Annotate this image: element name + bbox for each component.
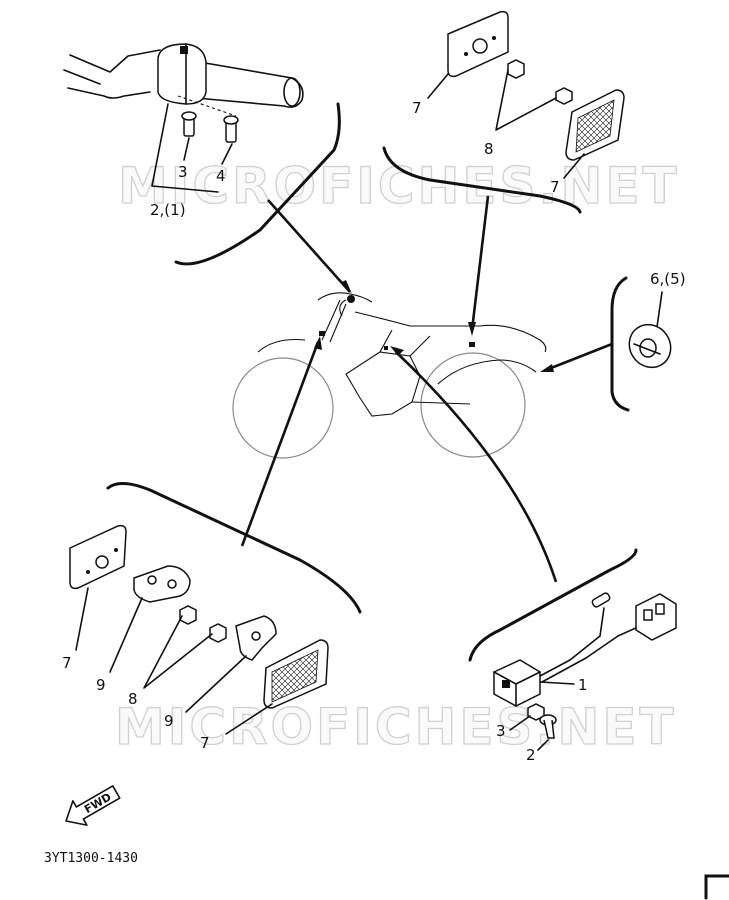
screw-4-icon xyxy=(223,115,239,143)
callout-1: 1 xyxy=(578,676,588,694)
front-reflector-group: 7 9 8 9 7 xyxy=(62,336,362,752)
bracket-9-left-icon xyxy=(133,565,191,603)
watermark-bottom: MICROFICHES.NET xyxy=(115,698,677,756)
callout-8-bottom: 8 xyxy=(128,690,138,708)
fwd-arrow-icon: FWD xyxy=(65,785,121,826)
callout-3-bottom: 3 xyxy=(496,722,506,740)
watermark-top: MICROFICHES.NET xyxy=(118,157,680,215)
nut-8-bottom-icon xyxy=(179,605,227,643)
rear-reflector-group: 7 8 7 xyxy=(382,10,625,336)
relay-group: 1 3 2 xyxy=(390,346,677,764)
callout-9-left: 9 xyxy=(96,676,106,694)
nut-8-icon xyxy=(507,59,573,105)
callout-7-bottom: 7 xyxy=(200,734,210,752)
bullet-connector-icon xyxy=(591,592,611,608)
mount-point-right xyxy=(469,342,475,347)
handlebar-switch-group: 3 4 2,(1) xyxy=(63,43,352,294)
reflector-icon xyxy=(565,89,625,161)
horn-group: 6,(5) xyxy=(540,270,686,412)
screw-3-top-icon xyxy=(181,111,197,137)
callout-7-left: 7 xyxy=(62,654,72,672)
callout-4: 4 xyxy=(216,167,226,185)
callout-2-1: 2,(1) xyxy=(150,201,186,219)
diagram-code: 3YT1300-1430 xyxy=(44,851,138,866)
mount-point-left xyxy=(319,331,325,336)
callout-3-top: 3 xyxy=(178,163,188,181)
relay-icon xyxy=(493,607,641,707)
callout-7-top: 7 xyxy=(412,99,422,117)
motorcycle-outline xyxy=(232,292,547,459)
callout-2: 2 xyxy=(526,746,536,764)
callout-9-bottom: 9 xyxy=(164,712,174,730)
bracket-9-bottom-icon xyxy=(235,615,277,661)
corner-mark xyxy=(704,874,729,900)
horn-icon xyxy=(628,323,672,369)
front-wheel xyxy=(232,357,334,459)
screw-2-icon xyxy=(539,714,557,739)
rear-wheel xyxy=(420,352,526,458)
reflector-bottom-icon xyxy=(263,639,329,709)
callout-7-top-right: 7 xyxy=(550,178,560,196)
connector-icon xyxy=(635,593,677,641)
callout-8-top: 8 xyxy=(484,140,494,158)
callout-6-5: 6,(5) xyxy=(650,270,686,288)
